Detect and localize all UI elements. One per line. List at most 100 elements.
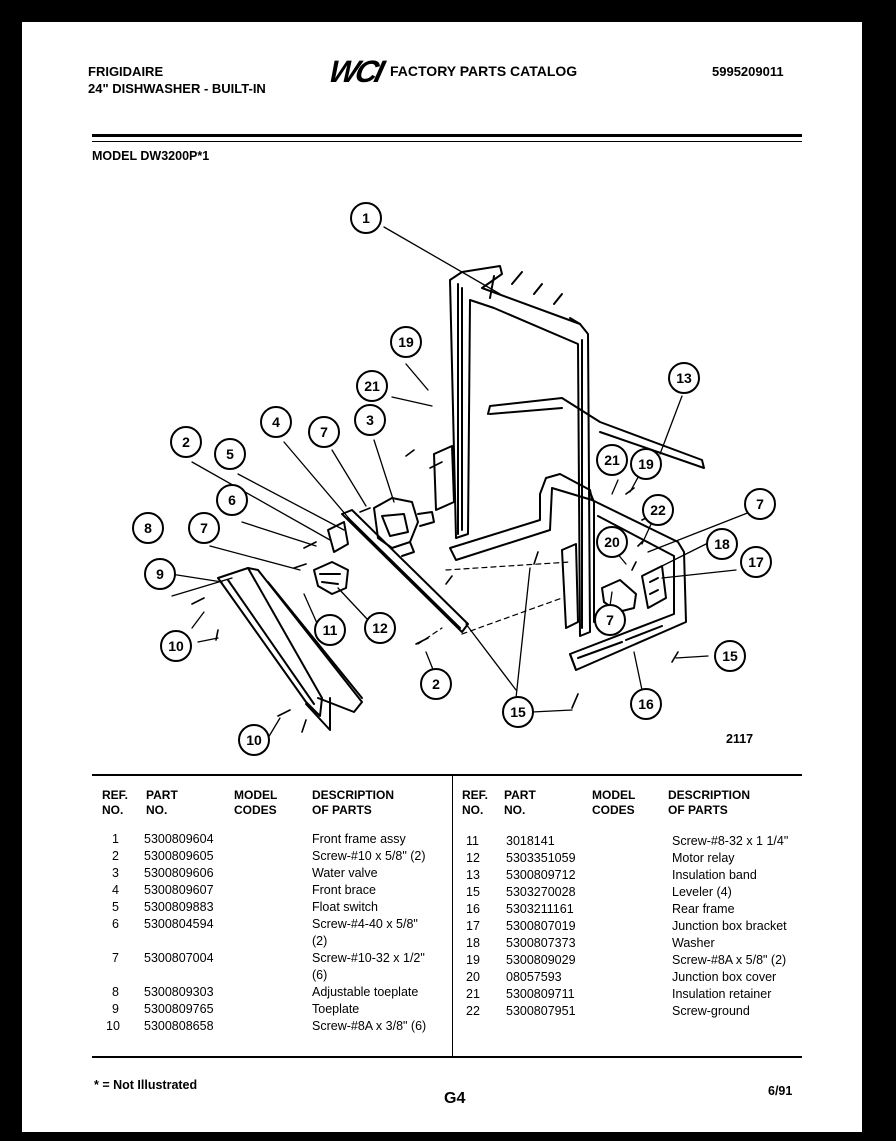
svg-text:2: 2 xyxy=(432,676,440,692)
header-ref: REF.NO. xyxy=(102,788,129,817)
desc-cell: Washer xyxy=(672,936,715,950)
part-cell: 5300809712 xyxy=(506,868,576,882)
part-cell: 5303351059 xyxy=(506,851,576,865)
product-title: 24" DISHWASHER - BUILT-IN xyxy=(88,81,266,96)
part-cell: 5300809604 xyxy=(144,832,214,846)
front-frame-drawing xyxy=(433,265,591,637)
model-label: MODEL DW3200P*1 xyxy=(92,149,210,163)
svg-text:3: 3 xyxy=(366,412,374,428)
callout-7: 7 xyxy=(188,512,220,544)
svg-text:13: 13 xyxy=(676,370,692,386)
part-cell: 5300809711 xyxy=(506,987,575,1001)
ref-cell: 7 xyxy=(112,951,119,965)
table-divider xyxy=(452,776,453,1056)
desc-cell: Leveler (4) xyxy=(672,885,732,899)
ref-cell: 22 xyxy=(466,1004,480,1018)
desc-cell: Water valve xyxy=(312,866,378,880)
header-rule xyxy=(92,134,802,137)
desc-cell-cont: (6) xyxy=(312,968,328,982)
desc-cell-cont: (2) xyxy=(312,934,328,948)
desc-cell: Screw-#8A x 5/8" (2) xyxy=(672,953,787,967)
toeplate-drawing xyxy=(217,567,363,731)
callout-7: 7 xyxy=(744,488,776,520)
ref-cell: 19 xyxy=(466,953,480,967)
part-cell: 5300807004 xyxy=(144,951,214,965)
ref-cell: 15 xyxy=(466,885,480,899)
part-cell: 5300804594 xyxy=(144,917,214,931)
ref-cell: 11 xyxy=(466,834,479,848)
svg-text:10: 10 xyxy=(246,732,262,748)
svg-text:19: 19 xyxy=(638,456,654,472)
callout-21: 21 xyxy=(356,370,388,402)
svg-text:6: 6 xyxy=(228,492,236,508)
insulation-band-drawing xyxy=(487,397,705,469)
ref-cell: 6 xyxy=(112,917,119,931)
part-cell: 5300809765 xyxy=(144,1002,214,1016)
callout-17: 17 xyxy=(740,546,772,578)
svg-text:12: 12 xyxy=(372,620,388,636)
svg-text:16: 16 xyxy=(638,696,654,712)
ref-cell: 8 xyxy=(112,985,119,999)
callout-12: 12 xyxy=(364,612,396,644)
desc-cell: Adjustable toeplate xyxy=(312,985,419,999)
callout-15: 15 xyxy=(502,696,534,728)
callout-16: 16 xyxy=(630,688,662,720)
table-bottom-rule xyxy=(92,1056,802,1058)
svg-text:7: 7 xyxy=(756,496,764,512)
part-cell: 5300807019 xyxy=(506,919,576,933)
svg-text:22: 22 xyxy=(650,502,666,518)
desc-cell: Screw-#10-32 x 1/2" xyxy=(312,951,425,965)
header-ref: REF.NO. xyxy=(462,788,489,817)
page-number: G4 xyxy=(444,1090,466,1107)
svg-text:7: 7 xyxy=(320,424,328,440)
catalog-page: FRIGIDAIRE 24" DISHWASHER - BUILT-IN WCI… xyxy=(22,22,862,1132)
svg-text:5: 5 xyxy=(226,446,234,462)
callout-7: 7 xyxy=(308,416,340,448)
callout-9: 9 xyxy=(144,558,176,590)
junction-box-drawing xyxy=(601,565,667,613)
wci-logo-mark: WCI xyxy=(325,54,389,88)
desc-cell: Screw-#8-32 x 1 1/4" xyxy=(672,834,789,848)
desc-cell: Front brace xyxy=(312,883,376,897)
svg-text:15: 15 xyxy=(510,704,526,720)
svg-text:4: 4 xyxy=(272,414,280,430)
part-cell: 5300809607 xyxy=(144,883,214,897)
exploded-parts-diagram: 1 19 21 3 7 4 2 5 6 7 8 9 10 11 12 2 15 … xyxy=(132,202,776,756)
callout-2: 2 xyxy=(170,426,202,458)
part-cell: 5300809303 xyxy=(144,985,214,999)
desc-cell: Motor relay xyxy=(672,851,735,865)
ref-cell: 9 xyxy=(112,1002,119,1016)
part-cell: 5300808658 xyxy=(144,1019,214,1033)
svg-text:17: 17 xyxy=(748,554,764,570)
svg-text:7: 7 xyxy=(606,612,614,628)
ref-cell: 12 xyxy=(466,851,480,865)
svg-text:9: 9 xyxy=(156,566,164,582)
svg-text:21: 21 xyxy=(604,452,620,468)
desc-cell: Screw-#10 x 5/8" (2) xyxy=(312,849,426,863)
desc-cell: Front frame assy xyxy=(312,832,406,846)
table-top-rule xyxy=(92,774,802,776)
callout-19: 19 xyxy=(390,326,422,358)
desc-cell: Junction box cover xyxy=(672,970,777,984)
svg-text:11: 11 xyxy=(323,622,338,638)
svg-text:21: 21 xyxy=(364,378,380,394)
desc-cell: Rear frame xyxy=(672,902,735,916)
callout-15: 15 xyxy=(714,640,746,672)
not-illustrated-note: * = Not Illustrated xyxy=(94,1078,198,1092)
part-cell: 08057593 xyxy=(506,970,562,984)
ref-cell: 5 xyxy=(112,900,119,914)
part-cell: 5300807373 xyxy=(506,936,576,950)
callout-10: 10 xyxy=(238,724,270,756)
callout-4: 4 xyxy=(260,406,292,438)
callout-1: 1 xyxy=(350,202,382,234)
ref-cell: 16 xyxy=(466,902,480,916)
svg-text:1: 1 xyxy=(362,210,370,226)
callout-5: 5 xyxy=(214,438,246,470)
desc-cell: Junction box bracket xyxy=(672,919,787,933)
figure-number: 2117 xyxy=(726,732,753,746)
callout-22: 22 xyxy=(642,494,674,526)
part-cell: 5300809029 xyxy=(506,953,576,967)
desc-cell: Screw-#4-40 x 5/8" xyxy=(312,917,418,931)
